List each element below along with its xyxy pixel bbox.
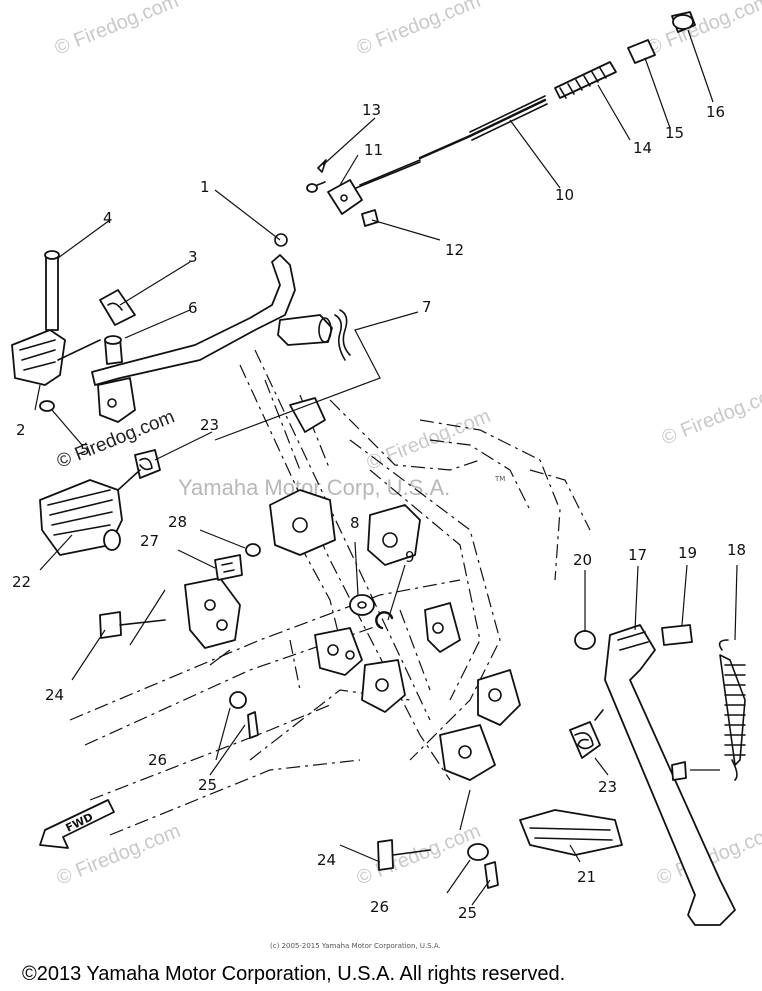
callout-23b: 23 — [598, 778, 617, 796]
fine-print-copyright: (c) 2005-2015 Yamaha Motor Corporation, … — [270, 942, 441, 950]
callout-4: 4 — [103, 209, 113, 227]
callout-2: 2 — [16, 421, 26, 439]
callout-28: 28 — [168, 513, 187, 531]
callout-27: 27 — [140, 532, 159, 550]
leader-lines — [34, 29, 738, 906]
callout-20: 20 — [573, 551, 592, 569]
callout-25b: 25 — [458, 904, 477, 922]
callout-5: 5 — [80, 441, 90, 459]
callout-10: 10 — [555, 186, 574, 204]
callout-11: 11 — [364, 141, 383, 159]
callout-3: 3 — [188, 248, 198, 266]
callout-24a: 24 — [45, 686, 64, 704]
callout-12: 12 — [445, 241, 464, 259]
callout-14: 14 — [633, 139, 652, 157]
callout-13: 13 — [362, 101, 381, 119]
watermark-firedog: © Firedog.com — [644, 0, 762, 60]
callout-25a: 25 — [198, 776, 217, 794]
callout-22: 22 — [12, 573, 31, 591]
fwd-arrow-icon: FWD — [39, 799, 115, 849]
sidestand-assembly — [574, 624, 746, 926]
washer-8 — [349, 594, 375, 616]
callout-16: 16 — [706, 103, 725, 121]
callout-18: 18 — [727, 541, 746, 559]
callout-17: 17 — [628, 546, 647, 564]
callout-8: 8 — [350, 514, 360, 532]
callout-24b: 24 — [317, 851, 336, 869]
callout-7: 7 — [422, 298, 432, 316]
watermark-firedog: © Firedog.com — [659, 380, 762, 450]
callout-26b: 26 — [370, 898, 389, 916]
callout-23a: 23 — [200, 416, 219, 434]
callout-26a: 26 — [148, 751, 167, 769]
callout-19: 19 — [678, 544, 697, 562]
brake-pedal-assembly — [11, 233, 333, 423]
frame-brackets — [184, 397, 521, 781]
cotter-pin-7 — [334, 309, 351, 361]
watermark-firedog: © Firedog.com — [52, 0, 182, 60]
watermark-firedog: © Firedog.com — [354, 0, 484, 60]
right-footrest-assembly — [377, 709, 623, 889]
watermark-firedog: © Firedog.com — [354, 820, 484, 890]
callout-labels: 1 2 3 4 5 6 7 8 9 10 11 12 13 14 15 16 1… — [12, 101, 746, 922]
watermark-tm: TM — [494, 475, 505, 483]
callout-21: 21 — [577, 868, 596, 886]
callout-9: 9 — [405, 548, 415, 566]
brake-rod-assembly — [306, 11, 696, 227]
callout-6: 6 — [188, 299, 198, 317]
callout-1: 1 — [200, 178, 210, 196]
footer-copyright: ©2013 Yamaha Motor Corporation, U.S.A. A… — [22, 963, 565, 985]
watermark-firedog: © Firedog.com — [364, 405, 494, 475]
callout-15: 15 — [665, 124, 684, 142]
left-footrest-assembly — [39, 449, 261, 739]
